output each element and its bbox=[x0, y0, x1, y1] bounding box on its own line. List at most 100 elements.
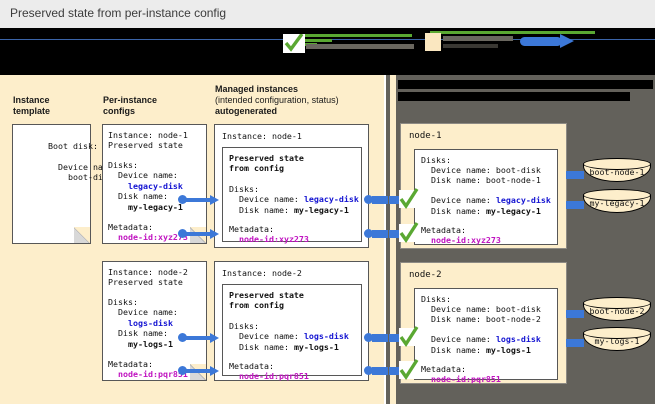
connector-line bbox=[186, 197, 211, 202]
legend-green-line-4 bbox=[430, 31, 595, 34]
legend-label-redacted-2 bbox=[443, 36, 513, 41]
green-check-icon bbox=[399, 222, 419, 244]
node-card-node-1: node-1 Disks: Device name: boot-disk Dis… bbox=[400, 123, 567, 249]
disks-label: Disks: bbox=[108, 160, 138, 170]
column-heading-instance-template: Instance template bbox=[13, 95, 51, 116]
preserved-state-line-1: Preserved state bbox=[229, 290, 304, 300]
node-inner-box: Disks: Device name: boot-disk Disk name:… bbox=[414, 288, 558, 384]
device-name-value: logs-disk bbox=[303, 331, 349, 341]
connector-dot bbox=[178, 229, 187, 238]
metadata-label: Metadata: bbox=[421, 364, 466, 374]
device-name-value: logs-disk bbox=[495, 334, 541, 344]
connector-arrow bbox=[210, 194, 219, 205]
cylinder-top bbox=[583, 189, 651, 201]
green-check-icon bbox=[283, 34, 305, 53]
managed-instance-box-node-1: Instance: node-1 Preserved state from co… bbox=[214, 124, 369, 248]
disk-name-label: Disk name: bbox=[108, 328, 168, 338]
disk-connector-stub bbox=[566, 339, 584, 347]
disk-name-value: my-logs-1 bbox=[108, 339, 173, 349]
connector-arrow bbox=[210, 228, 219, 239]
per-instance-config-doc-node-1: Instance: node-1 Preserved state Disks: … bbox=[102, 124, 207, 244]
boot-disk-name: Disk name: boot-node-2 bbox=[421, 314, 541, 324]
cylinder-top bbox=[583, 327, 651, 339]
page-title: Preserved state from per-instance config bbox=[10, 6, 227, 20]
metadata-value: node-id:xyz273 bbox=[229, 234, 309, 244]
metadata-value: node-id:xyz273 bbox=[108, 232, 188, 242]
config-title: Instance: node-1 bbox=[108, 130, 188, 140]
boot-device-name: Device name: boot-disk bbox=[421, 304, 541, 314]
device-name-label: Device name: bbox=[229, 331, 304, 341]
disk-label: boot-node-1 bbox=[589, 167, 645, 177]
disk-cylinder-boot-node-1: boot-node-1 bbox=[583, 158, 651, 184]
device-name-label: Device name: bbox=[108, 307, 178, 317]
right-column-heading-redacted-1 bbox=[398, 80, 653, 89]
connector-line bbox=[186, 335, 211, 340]
device-name-value: legacy-disk bbox=[495, 195, 551, 205]
legend-green-line-1 bbox=[297, 34, 412, 37]
metadata-value: node-id:pqr851 bbox=[108, 369, 188, 379]
disk-name-label: Disk name: bbox=[229, 342, 294, 352]
titlebar: Preserved state from per-instance config bbox=[0, 0, 655, 28]
cylinder-top bbox=[583, 158, 651, 170]
legend-green-line-2 bbox=[297, 39, 332, 42]
connector-stub bbox=[389, 195, 400, 204]
legend-label-redacted-3 bbox=[443, 44, 498, 48]
managed-instance-box-node-2: Instance: node-2 Preserved state from co… bbox=[214, 261, 369, 381]
disk-name-label: Disk name: bbox=[229, 205, 294, 215]
device-name-label: Device name: bbox=[421, 334, 496, 344]
per-instance-config-doc-node-2: Instance: node-2 Preserved state Disks: … bbox=[102, 261, 207, 381]
disk-cylinder-boot-node-2: boot-node-2 bbox=[583, 297, 651, 323]
managed-title: Instance: node-2 bbox=[222, 268, 302, 278]
node-name: node-1 bbox=[409, 131, 442, 141]
metadata-value: node-id:xyz273 bbox=[421, 235, 501, 245]
column-heading-managed-instances: Managed instances (intended configuratio… bbox=[215, 84, 339, 116]
node-card-node-2: node-2 Disks: Device name: boot-disk Dis… bbox=[400, 262, 567, 384]
disks-label: Disks: bbox=[229, 321, 259, 331]
device-name-label: Device name: bbox=[421, 195, 496, 205]
connector-stub bbox=[372, 229, 388, 238]
managed-inner-box: Preserved state from config Disks: Devic… bbox=[222, 147, 362, 244]
disk-cylinder-my-logs-1: my-logs-1 bbox=[583, 327, 651, 353]
disk-name-label: Disk name: bbox=[421, 206, 486, 216]
connector-dot bbox=[364, 366, 373, 375]
disk-name-value: my-legacy-1 bbox=[108, 202, 183, 212]
device-name-value: legacy-disk bbox=[303, 194, 359, 204]
metadata-value: node-id:pqr851 bbox=[421, 374, 501, 384]
node-inner-box: Disks: Device name: boot-disk Disk name:… bbox=[414, 149, 558, 245]
connector-dot bbox=[364, 333, 373, 342]
disk-name-value: my-legacy-1 bbox=[485, 206, 541, 216]
panel-divider-strip bbox=[390, 75, 396, 404]
connector-dot bbox=[364, 229, 373, 238]
green-check-icon bbox=[399, 326, 419, 348]
disk-label: my-legacy-1 bbox=[589, 198, 645, 208]
boot-disk-label: Boot disk: bbox=[47, 141, 98, 152]
page-fold-icon bbox=[190, 227, 207, 244]
connector-stub bbox=[372, 366, 388, 375]
green-check-icon bbox=[399, 188, 419, 210]
connector-arrow bbox=[210, 332, 219, 343]
disk-connector-stub bbox=[566, 201, 584, 209]
connector-dot bbox=[178, 366, 187, 375]
page-fold-icon bbox=[74, 227, 91, 244]
managed-title: Instance: node-1 bbox=[222, 131, 302, 141]
connector-stub bbox=[389, 366, 400, 375]
legend-label-redacted-1 bbox=[306, 44, 414, 49]
device-name-value: boot-disk bbox=[47, 172, 113, 183]
connector-stub bbox=[389, 229, 400, 238]
metadata-label: Metadata: bbox=[108, 222, 153, 232]
connector-arrow bbox=[210, 365, 219, 376]
disks-label: Disks: bbox=[421, 294, 451, 304]
metadata-label: Metadata: bbox=[229, 224, 274, 234]
metadata-label: Metadata: bbox=[108, 359, 153, 369]
device-name-label: Device name: bbox=[229, 194, 304, 204]
boot-disk-name: Disk name: boot-node-1 bbox=[421, 175, 541, 185]
boot-device-name: Device name: boot-disk bbox=[421, 165, 541, 175]
blue-arrow-icon bbox=[520, 34, 574, 48]
managed-inner-box: Preserved state from config Disks: Devic… bbox=[222, 284, 362, 381]
device-name-label: Device name: bbox=[108, 170, 178, 180]
disk-label: boot-node-2 bbox=[589, 306, 645, 316]
instance-template-doc: Boot disk: Device name: boot-disk bbox=[12, 124, 118, 244]
device-name-value: legacy-disk bbox=[108, 181, 183, 191]
right-column-heading-redacted-2 bbox=[398, 92, 630, 101]
